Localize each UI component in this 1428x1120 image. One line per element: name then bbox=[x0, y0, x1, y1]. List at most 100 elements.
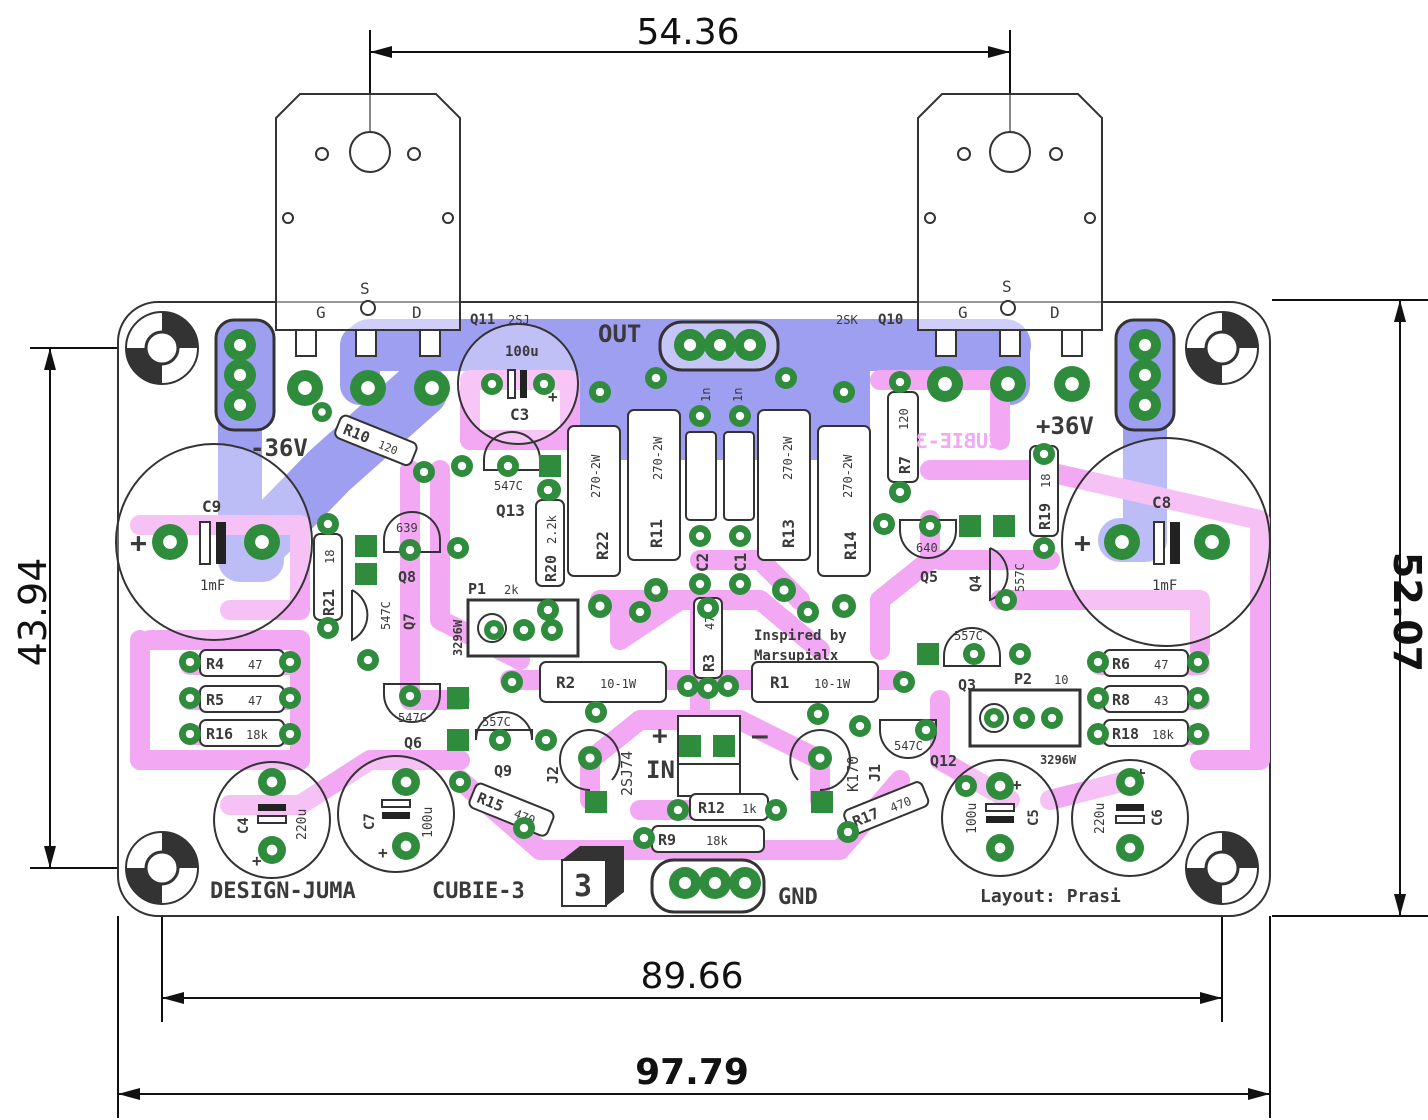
pad-hole bbox=[708, 876, 722, 890]
pad-hole bbox=[163, 535, 177, 549]
mosfet-q11: G S D Q11 2SJ bbox=[275, 93, 530, 357]
pad-hole bbox=[543, 485, 553, 495]
pos-supply-label: +36V bbox=[1036, 412, 1094, 440]
c4-value: 220u bbox=[295, 809, 310, 840]
pad-hole bbox=[1138, 338, 1152, 352]
pad-hole bbox=[457, 461, 467, 471]
svg-text:P1: P1 bbox=[468, 580, 486, 598]
r22-label: R22 bbox=[593, 531, 612, 560]
pad-hole bbox=[1093, 729, 1103, 739]
pad-hole bbox=[285, 657, 295, 667]
footer-layout: Layout: Prasi bbox=[980, 886, 1121, 907]
mounting-hole-br bbox=[1185, 831, 1259, 905]
out-label: OUT bbox=[598, 320, 641, 348]
svg-text:2k: 2k bbox=[504, 583, 519, 597]
pad-hole bbox=[1205, 535, 1219, 549]
svg-text:+: + bbox=[1074, 526, 1091, 559]
svg-text:547C: 547C bbox=[494, 479, 523, 493]
svg-text:R21: R21 bbox=[320, 589, 338, 616]
pad-hole bbox=[285, 693, 295, 703]
pad-hole bbox=[233, 398, 247, 412]
resistor-r4: R4 47 bbox=[199, 649, 285, 677]
pad-hole bbox=[405, 545, 415, 555]
resistor-r7: 120 R7 bbox=[887, 391, 919, 483]
pad-hole bbox=[539, 379, 549, 389]
square-pad bbox=[355, 563, 377, 585]
c6-label: C6 bbox=[1150, 809, 1166, 826]
pad-hole bbox=[405, 691, 415, 701]
inspired-line1: Inspired by bbox=[754, 628, 847, 644]
pad-hole bbox=[1193, 729, 1203, 739]
square-pad bbox=[679, 735, 701, 757]
pad-hole bbox=[1015, 649, 1025, 659]
svg-text:R18: R18 bbox=[1112, 725, 1139, 743]
neg-supply-label: -36V bbox=[250, 434, 308, 462]
pad-hole bbox=[255, 535, 269, 549]
svg-text:R2: R2 bbox=[556, 673, 575, 692]
pad-hole bbox=[400, 776, 412, 788]
input-minus: – bbox=[752, 721, 768, 751]
resistor-r17: R17 470 bbox=[843, 781, 930, 836]
pad-hole bbox=[1138, 368, 1152, 382]
resistor-r13: 270-2W R13 bbox=[757, 409, 811, 561]
resistor-r6: R6 47 bbox=[1103, 649, 1189, 677]
dimension-bottom-outer: 97.79 bbox=[117, 916, 1271, 1118]
svg-text:557C: 557C bbox=[482, 715, 511, 729]
capacitor-c2: 1n C2 bbox=[685, 388, 717, 572]
pad-hole bbox=[519, 625, 529, 635]
pad-hole bbox=[651, 373, 661, 383]
mosfet-q10: G S D Q10 2SK bbox=[836, 93, 1103, 357]
square-pad bbox=[585, 791, 607, 813]
svg-text:1n: 1n bbox=[731, 388, 745, 402]
pad-hole bbox=[779, 585, 789, 595]
svg-text:J2: J2 bbox=[544, 766, 562, 784]
svg-text:R6: R6 bbox=[1112, 655, 1130, 673]
pad-hole bbox=[185, 657, 195, 667]
pad-hole bbox=[703, 683, 713, 693]
svg-text:47: 47 bbox=[248, 658, 262, 672]
q10-type: 2SK bbox=[836, 313, 858, 327]
svg-text:43: 43 bbox=[1154, 694, 1168, 708]
pad-hole bbox=[233, 368, 247, 382]
pad-hole bbox=[490, 626, 498, 634]
q11-type: 2SJ bbox=[508, 313, 530, 327]
pad-hole bbox=[695, 411, 705, 421]
pad-hole bbox=[455, 777, 465, 787]
q11-s: S bbox=[360, 279, 370, 298]
r13-label: R13 bbox=[779, 519, 798, 548]
pad-hole bbox=[323, 519, 333, 529]
resistor-r14: 270-2W R14 bbox=[817, 425, 871, 577]
svg-text:3296W: 3296W bbox=[1040, 753, 1077, 767]
capacitor-c6: 220u C6 + bbox=[1071, 759, 1189, 877]
pad-hole bbox=[843, 827, 853, 837]
svg-text:1n: 1n bbox=[699, 388, 713, 402]
pad-hole bbox=[743, 338, 757, 352]
resistor-r16: R16 18k bbox=[199, 719, 285, 747]
pad-hole bbox=[683, 338, 697, 352]
pad-hole bbox=[1093, 693, 1103, 703]
svg-text:+: + bbox=[1012, 775, 1022, 794]
pad-hole bbox=[723, 681, 733, 691]
pad-hole bbox=[678, 876, 692, 890]
footer-design: DESIGN-JUMA bbox=[210, 879, 356, 904]
svg-text:18k: 18k bbox=[246, 728, 268, 742]
pad-hole bbox=[595, 387, 605, 397]
svg-text:3296W: 3296W bbox=[451, 619, 465, 656]
transistor-q6: 547C Q6 bbox=[383, 683, 441, 752]
capacitor-c8: + C8 1mF bbox=[1061, 437, 1271, 647]
svg-text:J1: J1 bbox=[866, 764, 884, 782]
svg-text:K170: K170 bbox=[844, 756, 862, 792]
svg-text:Q9: Q9 bbox=[494, 762, 512, 780]
svg-text:18: 18 bbox=[323, 550, 337, 564]
c8-label: C8 bbox=[1152, 493, 1171, 512]
resistor-r19: R19 18 bbox=[1029, 445, 1059, 537]
svg-text:2.2k: 2.2k bbox=[545, 514, 559, 544]
svg-text:270-2W: 270-2W bbox=[781, 436, 795, 480]
resistor-r12: R12 1k bbox=[689, 793, 769, 821]
pad-hole bbox=[695, 531, 705, 541]
pad-hole bbox=[899, 677, 909, 687]
svg-text:557C: 557C bbox=[1013, 563, 1027, 592]
svg-text:18k: 18k bbox=[1152, 728, 1174, 742]
pad-hole bbox=[400, 840, 412, 852]
square-pad bbox=[811, 791, 833, 813]
